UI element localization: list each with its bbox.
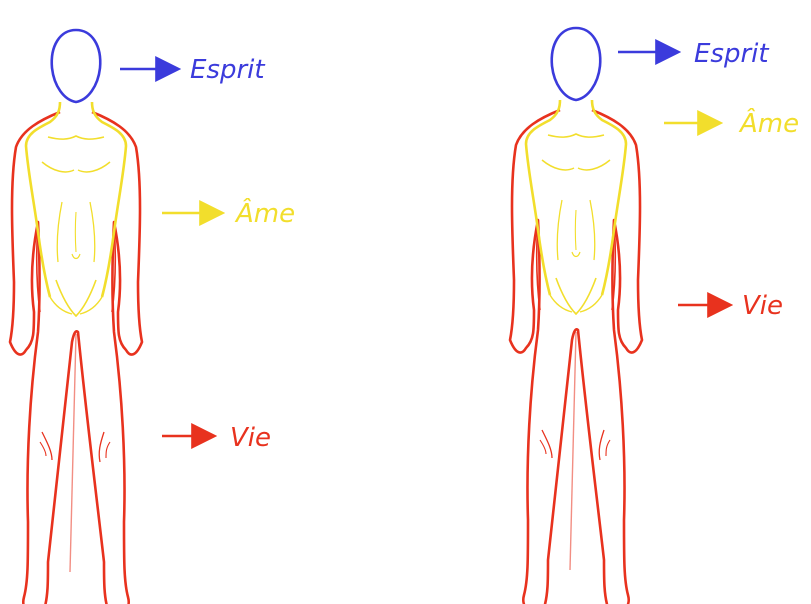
figure-right-torso-ame (526, 100, 626, 314)
figure-left: Esprit Âme Vie (10, 30, 295, 604)
figure-right-head-esprit (552, 28, 601, 100)
figure-right-vie-label: Vie (742, 291, 783, 321)
figure-left-head-esprit (52, 30, 101, 102)
figure-left-torso-ame (26, 102, 126, 316)
figure-right: Esprit Âme Vie (510, 28, 799, 604)
figure-left-vie-label: Vie (230, 423, 271, 453)
figure-right-esprit-label: Esprit (694, 39, 769, 69)
figure-right-ame-label: Âme (738, 107, 799, 139)
figure-left-ame-label: Âme (234, 197, 295, 229)
figure-left-esprit-label: Esprit (190, 55, 265, 85)
